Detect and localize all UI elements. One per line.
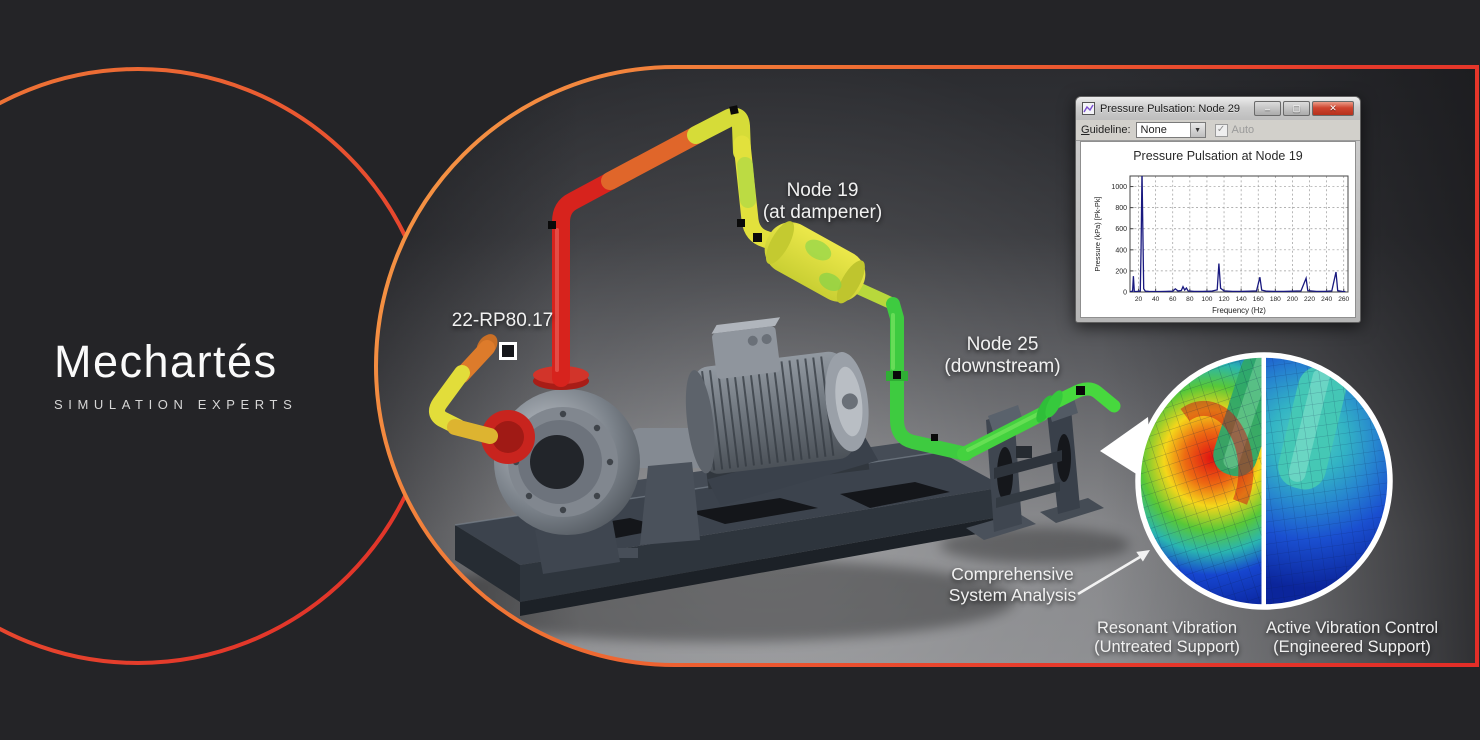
svg-text:200: 200	[1115, 268, 1127, 275]
panel-border	[374, 65, 1479, 667]
guideline-dropdown[interactable]: None ▼	[1135, 122, 1206, 138]
svg-text:140: 140	[1236, 296, 1247, 303]
auto-label: Auto	[1231, 124, 1255, 136]
inset-divider	[1261, 355, 1266, 607]
chart-title: Pressure Pulsation at Node 19	[1133, 149, 1303, 163]
svg-text:260: 260	[1338, 296, 1349, 303]
pulsation-dampener	[764, 221, 866, 304]
window-title: Pressure Pulsation: Node 29	[1100, 102, 1241, 115]
svg-text:400: 400	[1115, 247, 1127, 254]
svg-text:160: 160	[1253, 296, 1264, 303]
skid-lug	[616, 548, 638, 558]
maximize-button[interactable]: ▢	[1283, 101, 1310, 116]
pipe-node-markers	[548, 105, 1085, 441]
svg-text:40: 40	[1152, 296, 1160, 303]
svg-text:20: 20	[1135, 296, 1143, 303]
svg-text:0: 0	[1123, 290, 1127, 297]
svg-text:100: 100	[1201, 296, 1212, 303]
brand-name: Mechartés	[54, 336, 278, 387]
motor-fins	[701, 356, 835, 471]
pulsation-spectrum-plot: 0 200 400 600 800 1000 20 40 60 80 100 120 140 160 180…	[1093, 175, 1350, 315]
svg-text:200: 200	[1287, 296, 1298, 303]
dropdown-arrow-icon[interactable]: ▼	[1189, 123, 1205, 137]
guideline-value: None	[1140, 124, 1167, 136]
piping	[429, 107, 1121, 461]
pressure-pulsation-window: Pressure Pulsation: Node 29 – ▢ ✕ Guidel…	[1075, 96, 1361, 323]
svg-text:220: 220	[1304, 296, 1315, 303]
guideline-label: Guideline:	[1081, 124, 1131, 136]
analysis-arrow	[1077, 550, 1150, 596]
svg-text:Frequency (Hz): Frequency (Hz)	[1212, 306, 1266, 315]
svg-text:180: 180	[1270, 296, 1281, 303]
auto-checkbox[interactable]: ✓	[1214, 123, 1228, 137]
brand-tagline: SIMULATION EXPERTS	[54, 397, 298, 412]
svg-text:240: 240	[1321, 296, 1332, 303]
svg-text:600: 600	[1115, 226, 1127, 233]
chart-panel: Pressure Pulsation at Node 19 0 200 400 600…	[1080, 141, 1356, 318]
motor-terminal-box	[712, 326, 781, 379]
svg-text:Pressure (kPa) [Pk-Pk]: Pressure (kPa) [Pk-Pk]	[1093, 196, 1102, 271]
svg-text:120: 120	[1219, 296, 1230, 303]
svg-text:1000: 1000	[1111, 184, 1127, 191]
svg-text:800: 800	[1115, 205, 1127, 212]
brand-logo: Mechartés SIMULATION EXPERTS	[54, 336, 297, 412]
pipe-tag-marker	[499, 342, 517, 360]
inset-ring	[1135, 352, 1393, 610]
svg-text:80: 80	[1186, 296, 1194, 303]
minimize-button[interactable]: –	[1254, 101, 1281, 116]
svg-text:60: 60	[1169, 296, 1177, 303]
window-toolbar: Guideline: None ▼ ✓ Auto	[1076, 120, 1360, 141]
close-button[interactable]: ✕	[1312, 101, 1354, 116]
electric-motor	[685, 317, 879, 506]
centrifugal-pump	[481, 366, 708, 574]
window-title-bar[interactable]: Pressure Pulsation: Node 29 – ▢ ✕	[1076, 97, 1360, 120]
window-chart-icon	[1082, 102, 1095, 115]
